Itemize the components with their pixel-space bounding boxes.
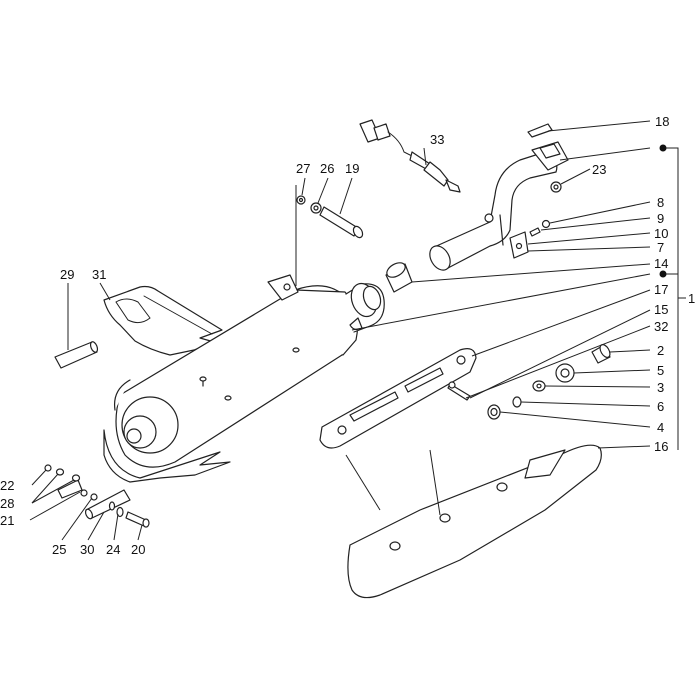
callout-9: 9 (657, 211, 664, 226)
leader-lines (29, 120, 686, 541)
callout-5: 5 (657, 363, 664, 378)
part-grommet-2 (591, 344, 611, 364)
callout-18: 18 (655, 114, 669, 129)
part-gasket-18 (527, 123, 553, 138)
part-pin-30 (84, 489, 131, 520)
part-bracket-7 (509, 231, 529, 259)
callout-2: 2 (657, 343, 664, 358)
part-washer-24 (108, 501, 124, 518)
part-washer-28 (55, 468, 65, 476)
part-bolt-9 (529, 227, 541, 237)
part-bolt-19 (319, 206, 364, 239)
part-grommet-5 (555, 363, 575, 383)
callout-10: 10 (654, 226, 668, 241)
callout-14: 14 (654, 256, 668, 271)
callout-32: 32 (654, 319, 668, 334)
callout-17: 17 (654, 282, 668, 297)
callout-15: 15 (654, 302, 668, 317)
part-side-cover (347, 444, 602, 599)
callout-7: 7 (657, 240, 664, 255)
part-heat-shield (103, 285, 223, 356)
callout-20: 20 (131, 542, 145, 557)
callout-19: 19 (345, 161, 359, 176)
part-bracket-21 (57, 479, 83, 499)
assembly-marker-mid (659, 270, 667, 278)
callout-28: 28 (0, 496, 14, 511)
part-bolt-20 (125, 511, 150, 528)
part-muffler (103, 274, 385, 483)
part-sleeve-14 (385, 262, 413, 293)
callout-21: 21 (0, 513, 14, 528)
part-washer-26 (310, 202, 322, 214)
part-washer-27 (296, 195, 306, 205)
callout-27: 27 (296, 161, 310, 176)
part-nut-22 (44, 464, 52, 472)
callout-8: 8 (657, 195, 664, 210)
callout-26: 26 (320, 161, 334, 176)
part-mounting-plate (319, 348, 477, 449)
callout-33: 33 (430, 132, 444, 147)
part-nut-23 (550, 181, 562, 193)
callout-25: 25 (52, 542, 66, 557)
assembly-marker-top (659, 144, 667, 152)
part-spacer-6 (512, 396, 522, 408)
callout-24: 24 (106, 542, 120, 557)
part-washer-3 (532, 380, 546, 392)
callout-6: 6 (657, 399, 664, 414)
part-exhaust-pipe (429, 141, 569, 271)
part-bushing-25 (80, 489, 98, 501)
callout-1: 1 (688, 291, 695, 306)
callout-3: 3 (657, 380, 664, 395)
callout-23: 23 (592, 162, 606, 177)
part-grommet-4 (487, 404, 501, 420)
callout-30: 30 (80, 542, 94, 557)
callout-31: 31 (92, 267, 106, 282)
part-washer-28b (71, 474, 81, 482)
callout-16: 16 (654, 439, 668, 454)
part-bolt-29 (54, 341, 99, 369)
part-lambda-sensor (359, 119, 461, 193)
callout-22: 22 (0, 478, 14, 493)
part-washer-8 (541, 219, 551, 229)
callout-4: 4 (657, 420, 664, 435)
part-bolt-32 (447, 381, 471, 401)
callout-29: 29 (60, 267, 74, 282)
